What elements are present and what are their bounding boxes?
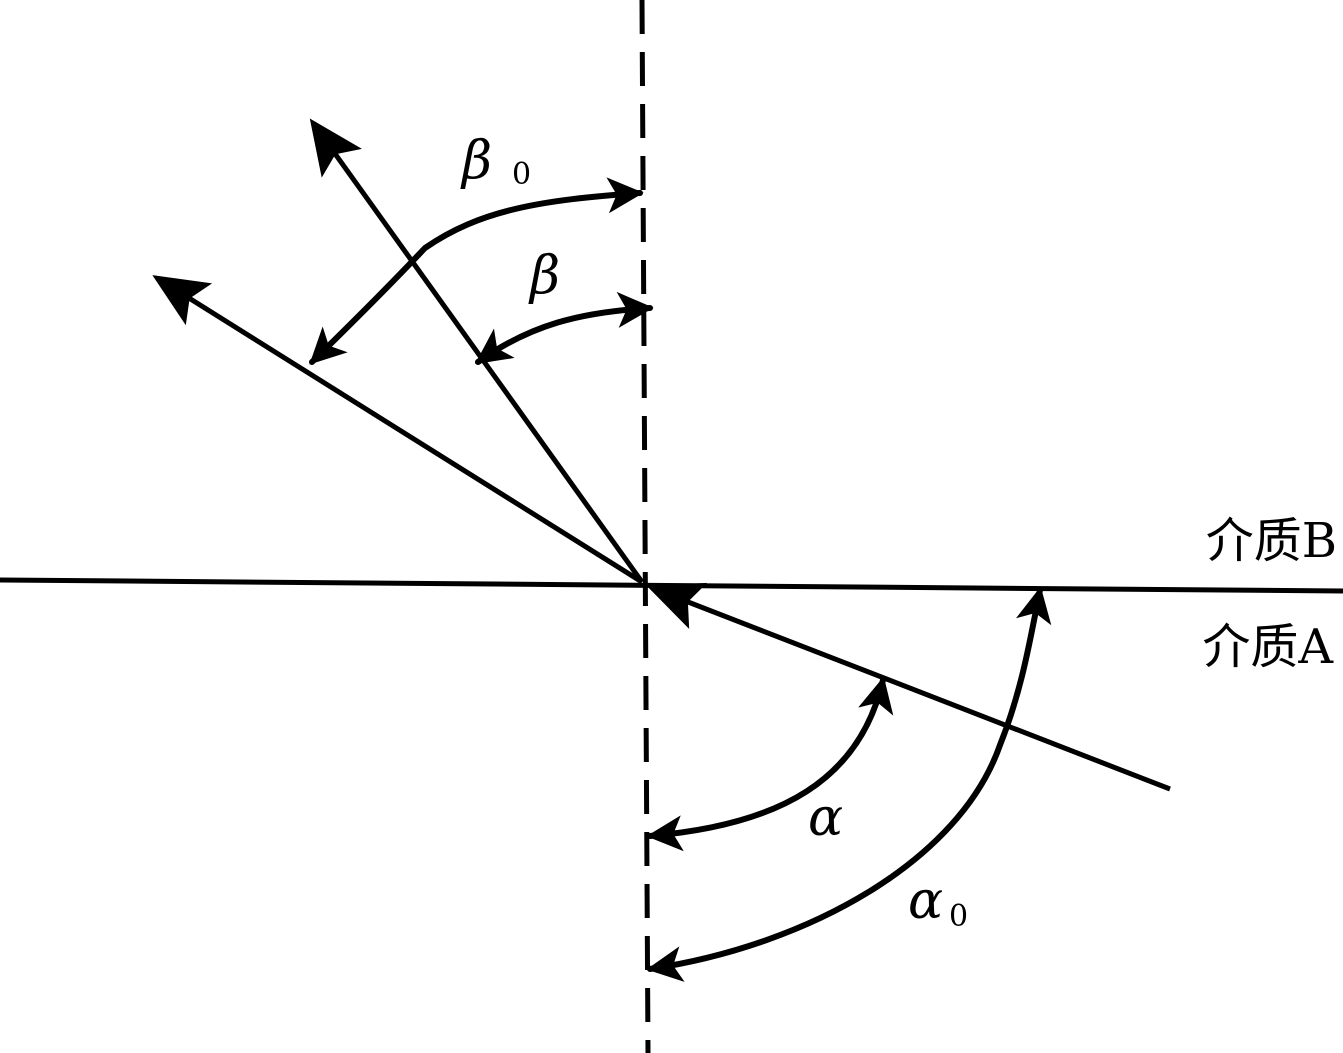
beta-angle-arc [475,291,654,365]
beta0-angle-arc [309,177,644,365]
alpha0-label: α [908,871,943,931]
alpha-angle-arc [646,676,894,852]
alpha-label: α [808,788,843,848]
beta-label: β [528,246,560,306]
beta0-label: β [460,131,492,191]
incident-ray [646,582,1171,792]
alpha0-angle-arc [646,586,1052,982]
beta0-subscript: 0 [512,157,531,192]
medium-a-label: 介质A [1202,619,1334,675]
normal-dashed-line [639,0,651,1053]
alpha0-subscript: 0 [949,899,968,934]
medium-b-label: 介质B [1206,513,1337,569]
interface-line [0,577,1343,594]
refracted-ray-beta0 [309,118,645,584]
refracted-ray-beta [152,275,644,585]
